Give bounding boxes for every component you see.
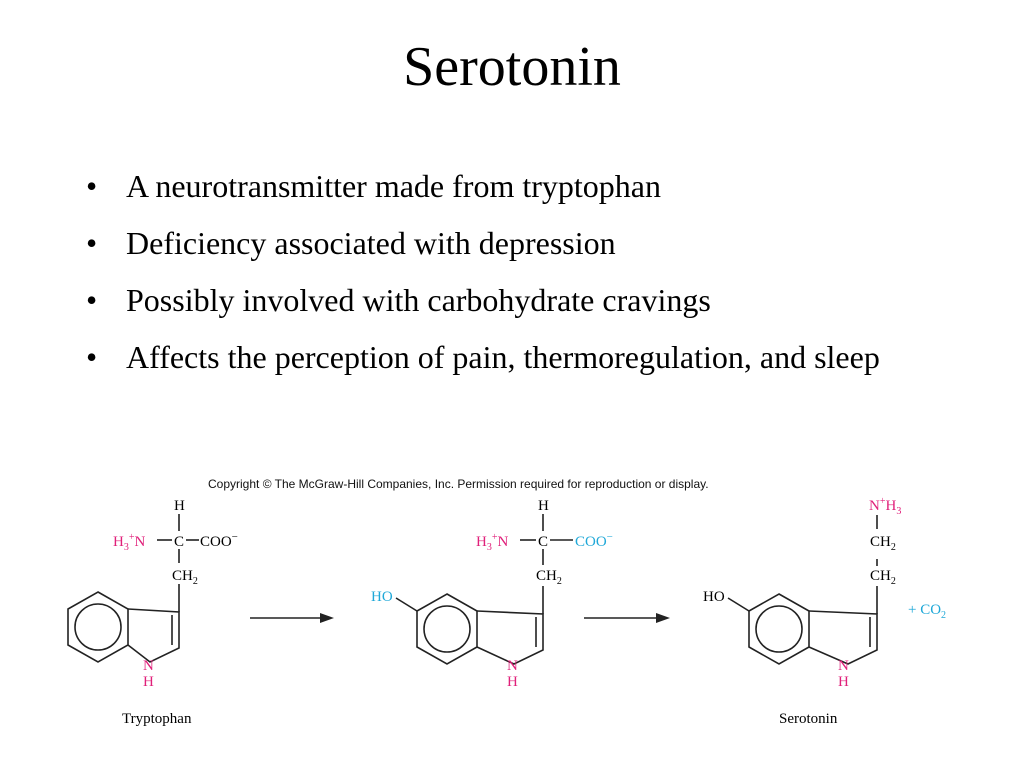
methylene-group: CH2 — [172, 568, 198, 587]
bullet-list: A neurotransmitter made from tryptophan … — [86, 162, 966, 390]
bullet-item: Affects the perception of pain, thermore… — [86, 333, 966, 381]
atom-label: H — [143, 674, 154, 690]
bullet-item: A neurotransmitter made from tryptophan — [86, 162, 966, 210]
atom-label: H — [174, 498, 185, 514]
amino-group: H3+N — [113, 532, 145, 553]
atom-label: C — [538, 534, 548, 550]
serotonin-label: Serotonin — [779, 711, 838, 727]
hydroxyl-group: HO — [703, 589, 725, 605]
atom-label: N — [838, 658, 849, 674]
bullet-item: Possibly involved with carbohydrate crav… — [86, 276, 966, 324]
atom-label: H — [507, 674, 518, 690]
methylene-group: CH2 — [870, 534, 896, 553]
bond-lines — [67, 514, 878, 665]
amine-group: N+H3 — [869, 496, 901, 517]
carboxylate-group: COO− — [575, 531, 613, 550]
atom-label: N — [507, 658, 518, 674]
methylene-group: CH2 — [536, 568, 562, 587]
copyright-notice: Copyright © The McGraw-Hill Companies, I… — [208, 477, 709, 491]
arrow-heads — [320, 613, 670, 623]
hydroxyl-group: HO — [371, 589, 393, 605]
amino-group: H3+N — [476, 532, 508, 553]
atom-label: H — [538, 498, 549, 514]
tryptophan-label: Tryptophan — [122, 711, 192, 727]
atom-label: H — [838, 674, 849, 690]
bullet-item: Deficiency associated with depression — [86, 219, 966, 267]
carbon-dioxide: + CO2 — [908, 602, 946, 621]
slide-title: Serotonin — [403, 36, 621, 98]
atom-label: N — [143, 658, 154, 674]
methylene-group: CH2 — [870, 568, 896, 587]
carboxylate-group: COO− — [200, 531, 238, 550]
atom-label: C — [174, 534, 184, 550]
